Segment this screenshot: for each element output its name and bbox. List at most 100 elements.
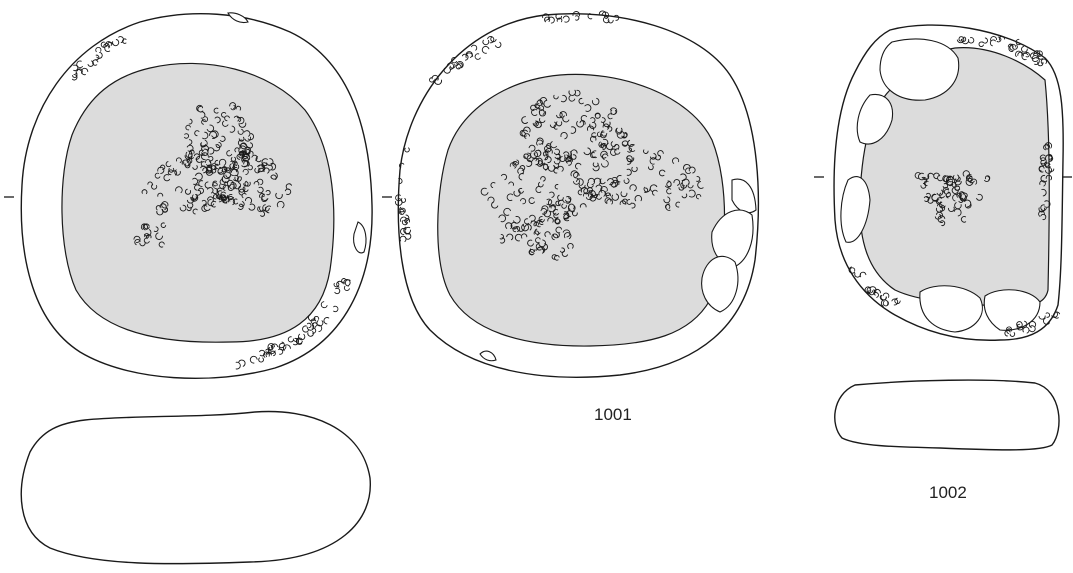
peck-mark bbox=[186, 197, 195, 204]
peck-mark bbox=[257, 206, 264, 213]
peck-mark bbox=[200, 152, 209, 161]
peck-mark bbox=[644, 187, 649, 193]
peck-mark bbox=[203, 203, 211, 211]
peck-mark bbox=[544, 156, 552, 164]
peck-mark bbox=[278, 348, 284, 355]
peck-mark bbox=[311, 327, 317, 334]
peck-mark bbox=[926, 192, 931, 199]
peck-mark bbox=[575, 15, 580, 21]
peck-mark bbox=[520, 198, 527, 205]
peck-mark bbox=[583, 147, 592, 156]
peck-mark bbox=[225, 172, 232, 178]
peck-mark bbox=[1045, 154, 1053, 162]
peck-mark bbox=[1032, 57, 1040, 65]
peck-mark bbox=[943, 188, 949, 195]
peck-mark bbox=[601, 138, 609, 147]
peck-mark bbox=[181, 159, 190, 166]
peck-mark bbox=[958, 197, 964, 203]
peck-mark bbox=[953, 208, 962, 217]
peck-mark bbox=[1045, 143, 1050, 150]
peck-mark bbox=[1045, 312, 1051, 318]
peck-mark bbox=[553, 212, 559, 219]
peck-mark bbox=[254, 167, 261, 174]
peck-mark bbox=[1039, 180, 1046, 187]
peck-mark bbox=[607, 113, 613, 120]
peck-mark bbox=[956, 192, 962, 198]
peck-mark bbox=[1040, 174, 1048, 183]
peck-mark bbox=[320, 301, 328, 309]
peck-mark bbox=[961, 38, 970, 45]
peck-mark bbox=[270, 174, 277, 180]
peck-mark bbox=[1044, 166, 1053, 174]
peck-mark bbox=[188, 139, 193, 145]
peck-mark bbox=[449, 63, 456, 69]
peck-mark bbox=[400, 227, 407, 236]
peck-mark bbox=[533, 149, 542, 158]
peck-mark bbox=[554, 255, 560, 261]
peck-mark bbox=[697, 181, 704, 189]
peck-mark bbox=[554, 218, 561, 224]
peck-mark bbox=[195, 172, 203, 181]
peck-mark bbox=[533, 158, 540, 166]
peck-mark bbox=[232, 198, 239, 205]
peck-mark bbox=[549, 121, 557, 128]
peck-mark bbox=[532, 120, 539, 127]
peck-mark bbox=[401, 219, 408, 226]
peck-mark bbox=[939, 204, 946, 212]
peck-mark bbox=[592, 162, 599, 168]
peck-mark bbox=[541, 205, 549, 213]
peck-mark bbox=[244, 197, 253, 204]
peck-mark bbox=[914, 172, 921, 179]
peck-mark bbox=[1043, 144, 1049, 151]
peck-mark bbox=[970, 178, 978, 185]
peck-mark bbox=[179, 204, 187, 212]
peck-mark bbox=[964, 199, 972, 208]
peck-mark bbox=[594, 112, 601, 119]
peck-mark bbox=[73, 64, 79, 72]
peck-mark bbox=[96, 51, 103, 59]
peck-mark bbox=[434, 78, 442, 85]
peck-mark bbox=[513, 189, 521, 197]
peck-mark bbox=[506, 193, 514, 201]
peck-mark bbox=[628, 144, 636, 152]
peck-mark bbox=[553, 94, 559, 100]
peck-mark bbox=[112, 39, 120, 47]
peck-mark bbox=[247, 164, 253, 171]
peck-mark bbox=[592, 165, 600, 172]
peck-mark bbox=[107, 41, 113, 48]
peck-mark bbox=[333, 305, 339, 313]
peck-mark bbox=[429, 77, 435, 83]
peck-mark bbox=[333, 282, 340, 288]
peck-mark bbox=[188, 118, 193, 125]
peck-mark bbox=[610, 148, 617, 156]
peck-mark bbox=[1048, 155, 1054, 162]
peck-mark bbox=[882, 292, 890, 298]
peck-mark bbox=[146, 234, 152, 240]
peck-mark bbox=[498, 214, 506, 223]
peck-mark bbox=[1040, 213, 1047, 221]
peck-mark bbox=[244, 136, 252, 142]
peck-mark bbox=[221, 112, 227, 118]
peck-mark bbox=[961, 216, 967, 223]
peck-mark bbox=[512, 226, 519, 233]
peck-mark bbox=[523, 153, 529, 159]
peck-mark bbox=[175, 186, 183, 194]
peck-mark bbox=[568, 95, 576, 102]
peck-mark bbox=[313, 316, 320, 322]
peck-mark bbox=[160, 164, 166, 170]
peck-mark bbox=[174, 169, 181, 176]
peck-mark bbox=[600, 131, 607, 139]
peck-mark bbox=[535, 157, 543, 165]
peck-mark bbox=[248, 150, 254, 155]
stone-1002-rim-pecking bbox=[848, 35, 1061, 337]
peck-mark bbox=[266, 158, 274, 166]
peck-mark bbox=[514, 233, 522, 242]
peck-mark bbox=[610, 141, 617, 147]
peck-mark bbox=[158, 241, 165, 248]
peck-mark bbox=[937, 215, 946, 223]
left-stone-section-profile bbox=[20, 410, 371, 565]
peck-mark bbox=[214, 159, 220, 166]
peck-mark bbox=[521, 129, 528, 137]
peck-mark bbox=[118, 36, 124, 43]
peck-mark bbox=[471, 44, 478, 51]
